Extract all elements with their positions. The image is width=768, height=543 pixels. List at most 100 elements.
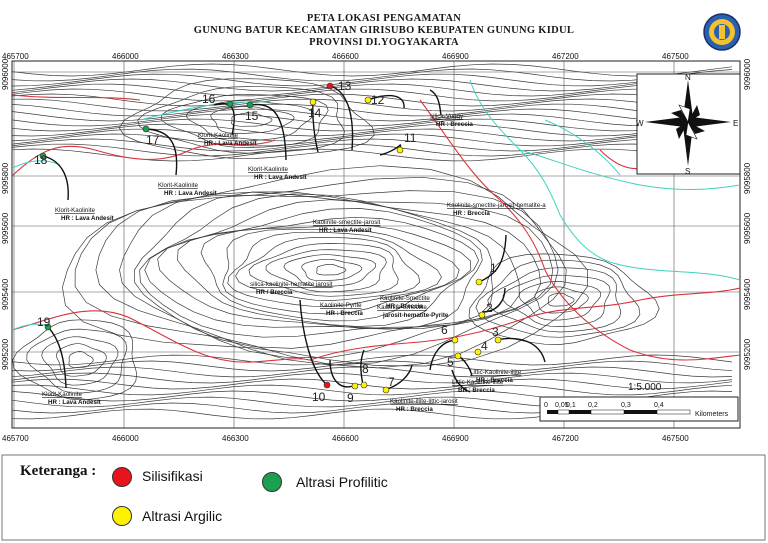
contour-line	[12, 319, 138, 401]
x-tick-label-bottom: 467500	[662, 434, 689, 443]
point-9-label: 9	[347, 391, 354, 405]
point-16-label: 16	[202, 92, 216, 106]
contour-line	[534, 286, 589, 314]
point-1-label: 1	[490, 261, 497, 275]
annotation-host-rock: HR : Breccia	[436, 121, 473, 128]
contour-line	[12, 113, 733, 127]
annotation-mineral: Kaolinite-Smectite	[380, 295, 430, 302]
contour-line	[12, 378, 733, 390]
annotation-host-rock: HR : Breccia	[396, 406, 433, 413]
contour-line	[12, 98, 733, 112]
annotation-host-rock: BR : Breccia	[458, 387, 495, 394]
scale-tick-label: 0,4	[654, 402, 664, 409]
point-19-marker	[44, 323, 52, 331]
x-tick-label-bottom: 465700	[2, 434, 29, 443]
y-tick-label-left: 9095600	[1, 212, 10, 244]
point-8-label: 8	[362, 362, 369, 376]
annotation-host-rock: HR : Lava Andesit	[61, 215, 114, 222]
contour-line	[200, 224, 472, 322]
contour-line	[139, 193, 520, 338]
x-tick-label-top: 467500	[662, 52, 689, 61]
point-14-marker	[309, 98, 317, 106]
contour-line	[144, 199, 494, 329]
y-tick-label-right: 9095200	[743, 338, 752, 370]
x-tick-label-bottom: 466900	[442, 434, 469, 443]
point-9-marker	[351, 382, 359, 390]
annotation-mineral: Kaolinite-smectite-jarosit	[313, 219, 381, 226]
y-tick-label-left: 9096000	[1, 58, 10, 90]
contour-line	[227, 231, 442, 307]
annotation-host-rock: HR : Breccia	[453, 210, 490, 217]
point-11-marker	[396, 146, 404, 154]
point-4-label: 4	[481, 339, 488, 353]
point-14-label: 14	[308, 106, 322, 120]
point-10-marker	[323, 381, 331, 389]
y-tick-label-left: 9095800	[1, 162, 10, 194]
contour-line	[12, 73, 733, 87]
scale-unit-label: Kilometers	[695, 411, 729, 418]
point-15-label: 15	[245, 109, 259, 123]
contour-line	[12, 138, 733, 152]
contour-line	[283, 254, 377, 287]
scale-tick-label: 0,1	[566, 402, 576, 409]
contour-line	[12, 88, 733, 102]
point-10-label: 10	[312, 390, 326, 404]
point-4-marker	[474, 348, 482, 356]
contour-line	[518, 280, 601, 321]
contour-line	[12, 118, 733, 132]
x-tick-label-bottom: 466000	[112, 434, 139, 443]
point-19-label: 19	[37, 315, 51, 329]
point-6-marker	[451, 336, 459, 344]
point-11-label: 11	[404, 131, 417, 145]
contour-line	[12, 128, 733, 142]
point-13-label: 13	[338, 79, 352, 93]
map-title-line3: PROVINSI DI.YOGYAKARTA	[309, 37, 459, 48]
point-2-marker	[478, 311, 486, 319]
x-tick-label-top: 466600	[332, 52, 359, 61]
contour-line	[118, 78, 375, 160]
contour-line	[12, 372, 733, 384]
point-12-label: 12	[371, 93, 385, 107]
contour-line	[12, 354, 733, 366]
point-18-marker	[39, 152, 47, 160]
contour-line	[12, 93, 733, 107]
point-17-marker	[142, 125, 150, 133]
annotation-host-rock: HR : Breccia	[476, 377, 513, 384]
point-12-marker	[364, 96, 372, 104]
contour-line	[41, 336, 119, 386]
contour-line	[487, 267, 622, 333]
annotation-mineral: Kaolinite-Pyrite	[320, 302, 362, 309]
contour-line	[468, 253, 660, 345]
scale-tick-label: 0,3	[621, 402, 631, 409]
contour-line	[12, 78, 733, 92]
contour-line	[12, 143, 733, 157]
point-7-label: 7	[388, 375, 395, 389]
legend-profilitic-swatch	[262, 472, 282, 492]
contour-line	[74, 176, 567, 369]
contour-line	[235, 236, 421, 301]
annotation-mineral: Klorit-Kaolinite	[42, 391, 82, 398]
x-tick-label-bottom: 467200	[552, 434, 579, 443]
x-tick-label-top: 466900	[442, 52, 469, 61]
point-8-marker	[360, 381, 368, 389]
point-2-label: 2	[486, 301, 493, 315]
profile-lines	[42, 85, 546, 393]
annotation-host-rock: HR : Lava Andesit	[164, 190, 217, 197]
x-axis-ticks: 4657004657004660004660004663004663004666…	[2, 52, 689, 443]
map-frame	[11, 60, 741, 429]
contour-line	[12, 360, 733, 372]
y-tick-label-right: 9096000	[743, 58, 752, 90]
point-16-marker	[226, 100, 234, 108]
contour-line	[475, 259, 641, 338]
contour-line	[231, 112, 273, 127]
compass-e: E	[733, 119, 738, 128]
contour-line	[12, 68, 733, 82]
point-17-label: 17	[146, 133, 160, 147]
contour-line	[12, 108, 733, 122]
contour-line	[12, 133, 733, 147]
y-tick-label-right: 9095400	[743, 278, 752, 310]
annotation-host-rock: HR / Breccia	[256, 289, 293, 296]
annotation-mineral: Klorit-Kaolinite	[248, 166, 288, 173]
annotation-mineral: Klorit-Kaolinite	[55, 207, 95, 214]
